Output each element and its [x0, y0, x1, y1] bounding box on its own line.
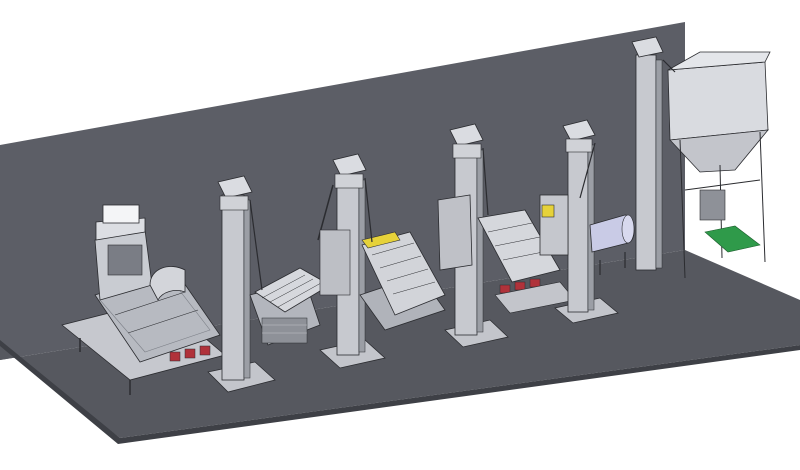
air-screen-cleaner — [61, 204, 226, 395]
coating-mixer-housing — [539, 194, 569, 256]
storage-bin — [667, 51, 771, 279]
floor — [0, 250, 800, 438]
connecting-pipes — [249, 59, 676, 291]
storage-bin-body — [667, 61, 769, 141]
storage-bin-hopper — [669, 129, 769, 173]
elevator-1-head — [217, 175, 253, 199]
gravity-table-deck — [477, 209, 561, 283]
elevator-2-head — [332, 153, 367, 177]
gravity-separator-feed-chute — [361, 231, 401, 249]
coating-machine — [539, 194, 635, 275]
elevator-1-shaft — [221, 194, 245, 381]
bucket-elevator-5 — [631, 36, 664, 271]
elevator-4-shaft — [567, 139, 589, 313]
bucket-elevator-2 — [317, 153, 386, 369]
vibrating-screen — [249, 267, 331, 346]
gravity-table — [437, 194, 576, 314]
coating-motor — [541, 204, 555, 218]
elevator-5-shaft — [635, 54, 657, 271]
cleaner-fan-duct — [149, 266, 186, 301]
bucket-elevator-1 — [207, 175, 276, 393]
elevator-3-head — [449, 123, 484, 147]
elevator-5-head — [631, 36, 664, 58]
bagging-platform — [704, 225, 761, 253]
cleaner-feed-box — [102, 204, 140, 224]
gravity-separator — [319, 229, 446, 331]
elevator-4-head — [562, 119, 596, 142]
storage-bin-top — [667, 51, 771, 71]
